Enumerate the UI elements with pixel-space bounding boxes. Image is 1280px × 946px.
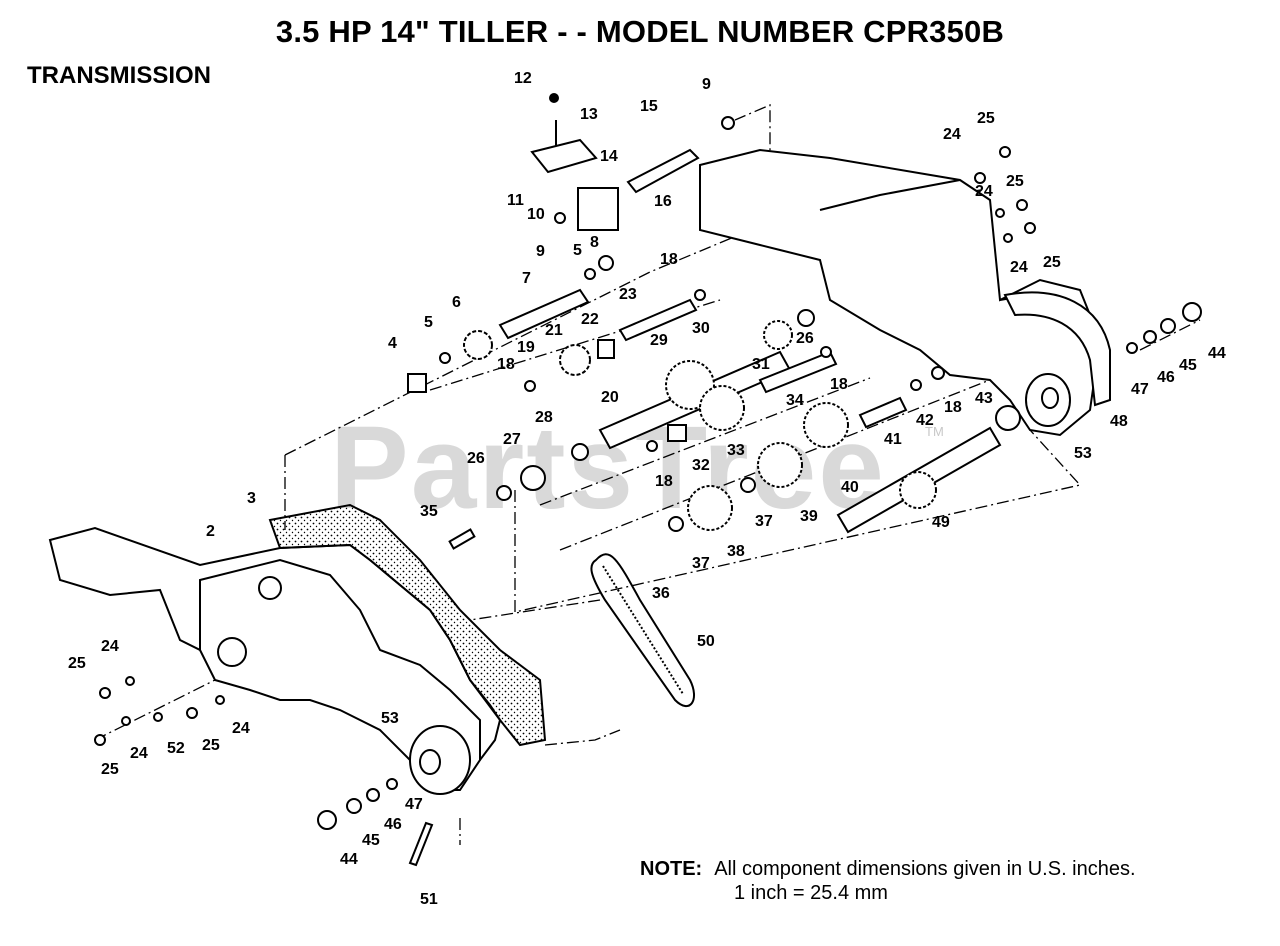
callout-24: 24 (1010, 259, 1028, 276)
callout-10: 10 (527, 206, 545, 223)
note: NOTE: All component dimensions given in U… (640, 858, 1136, 881)
callout-2: 2 (206, 523, 215, 540)
callout-25: 25 (1006, 173, 1024, 190)
callout-34: 34 (786, 392, 804, 409)
callout-51: 51 (420, 891, 438, 908)
callout-25: 25 (101, 761, 119, 778)
callout-13: 13 (580, 106, 598, 123)
note-text: All component dimensions given in U.S. i… (714, 858, 1136, 880)
callout-29: 29 (650, 332, 668, 349)
callout-12: 12 (514, 70, 532, 87)
callout-47: 47 (405, 796, 423, 813)
callout-28: 28 (535, 409, 553, 426)
callout-24: 24 (130, 745, 148, 762)
callout-39: 39 (800, 508, 818, 525)
callout-4: 4 (388, 335, 397, 352)
shift-lever-assembly (530, 93, 735, 280)
callout-20: 20 (601, 389, 619, 406)
callout-53: 53 (381, 710, 399, 727)
callout-37: 37 (755, 513, 773, 530)
callout-25: 25 (1043, 254, 1061, 271)
callout-24: 24 (101, 638, 119, 655)
callout-5: 5 (424, 314, 433, 331)
callout-33: 33 (727, 442, 745, 459)
callout-18: 18 (944, 399, 962, 416)
callout-38: 38 (727, 543, 745, 560)
callout-16: 16 (654, 193, 672, 210)
callout-25: 25 (202, 737, 220, 754)
callout-47: 47 (1131, 381, 1149, 398)
callout-44: 44 (340, 851, 358, 868)
hardware (94, 146, 1202, 867)
callout-3: 3 (247, 490, 256, 507)
callout-44: 44 (1208, 345, 1226, 362)
diagram-title: 3.5 HP 14" TILLER - - MODEL NUMBER CPR35… (275, 14, 1005, 49)
callout-43: 43 (975, 390, 993, 407)
callout-14: 14 (600, 148, 618, 165)
gears-and-sprockets (407, 289, 1021, 550)
callout-25: 25 (68, 655, 86, 672)
callout-8: 8 (590, 234, 599, 251)
callout-6: 6 (452, 294, 461, 311)
callout-5: 5 (573, 242, 582, 259)
callout-24: 24 (943, 126, 961, 143)
callout-31: 31 (752, 356, 770, 373)
callout-24: 24 (975, 183, 993, 200)
callout-36: 36 (652, 585, 670, 602)
callout-53: 53 (1074, 445, 1092, 462)
callout-41: 41 (884, 431, 902, 448)
callout-15: 15 (640, 98, 658, 115)
callout-21: 21 (545, 322, 563, 339)
callout-25: 25 (977, 110, 995, 127)
left-housing (48, 503, 547, 791)
callout-23: 23 (619, 286, 637, 303)
callout-46: 46 (1157, 369, 1175, 386)
callout-26: 26 (796, 330, 814, 347)
callout-19: 19 (517, 339, 535, 356)
section-heading: TRANSMISSION (27, 62, 212, 89)
callout-40: 40 (841, 479, 859, 496)
pulleys (409, 373, 1071, 795)
callout-9: 9 (536, 243, 545, 260)
callout-9: 9 (702, 76, 711, 93)
callout-26: 26 (467, 450, 485, 467)
callout-7: 7 (522, 270, 531, 287)
callout-42: 42 (916, 412, 934, 429)
callout-27: 27 (503, 431, 521, 448)
callout-37: 37 (692, 555, 710, 572)
drive-belt (590, 553, 695, 708)
note-label: NOTE: (640, 858, 703, 880)
callout-18: 18 (660, 251, 678, 268)
watermark-trademark: TM (925, 424, 944, 439)
right-belt-guard (1003, 291, 1111, 407)
callout-45: 45 (1179, 357, 1197, 374)
callout-18: 18 (655, 473, 673, 490)
callout-32: 32 (692, 457, 710, 474)
right-housing (699, 148, 1102, 437)
callout-48: 48 (1110, 413, 1128, 430)
callout-45: 45 (362, 832, 380, 849)
callout-52: 52 (167, 740, 185, 757)
callout-18: 18 (830, 376, 848, 393)
callout-30: 30 (692, 320, 710, 337)
callout-18: 18 (497, 356, 515, 373)
callout-50: 50 (697, 633, 715, 650)
callout-46: 46 (384, 816, 402, 833)
assembly-guide-lines (94, 104, 1201, 845)
callout-35: 35 (420, 503, 438, 520)
callout-22: 22 (581, 311, 599, 328)
callout-49: 49 (932, 514, 950, 531)
note-conversion: 1 inch = 25.4 mm (734, 882, 888, 904)
callout-11: 11 (507, 192, 524, 209)
callout-24: 24 (232, 720, 250, 737)
